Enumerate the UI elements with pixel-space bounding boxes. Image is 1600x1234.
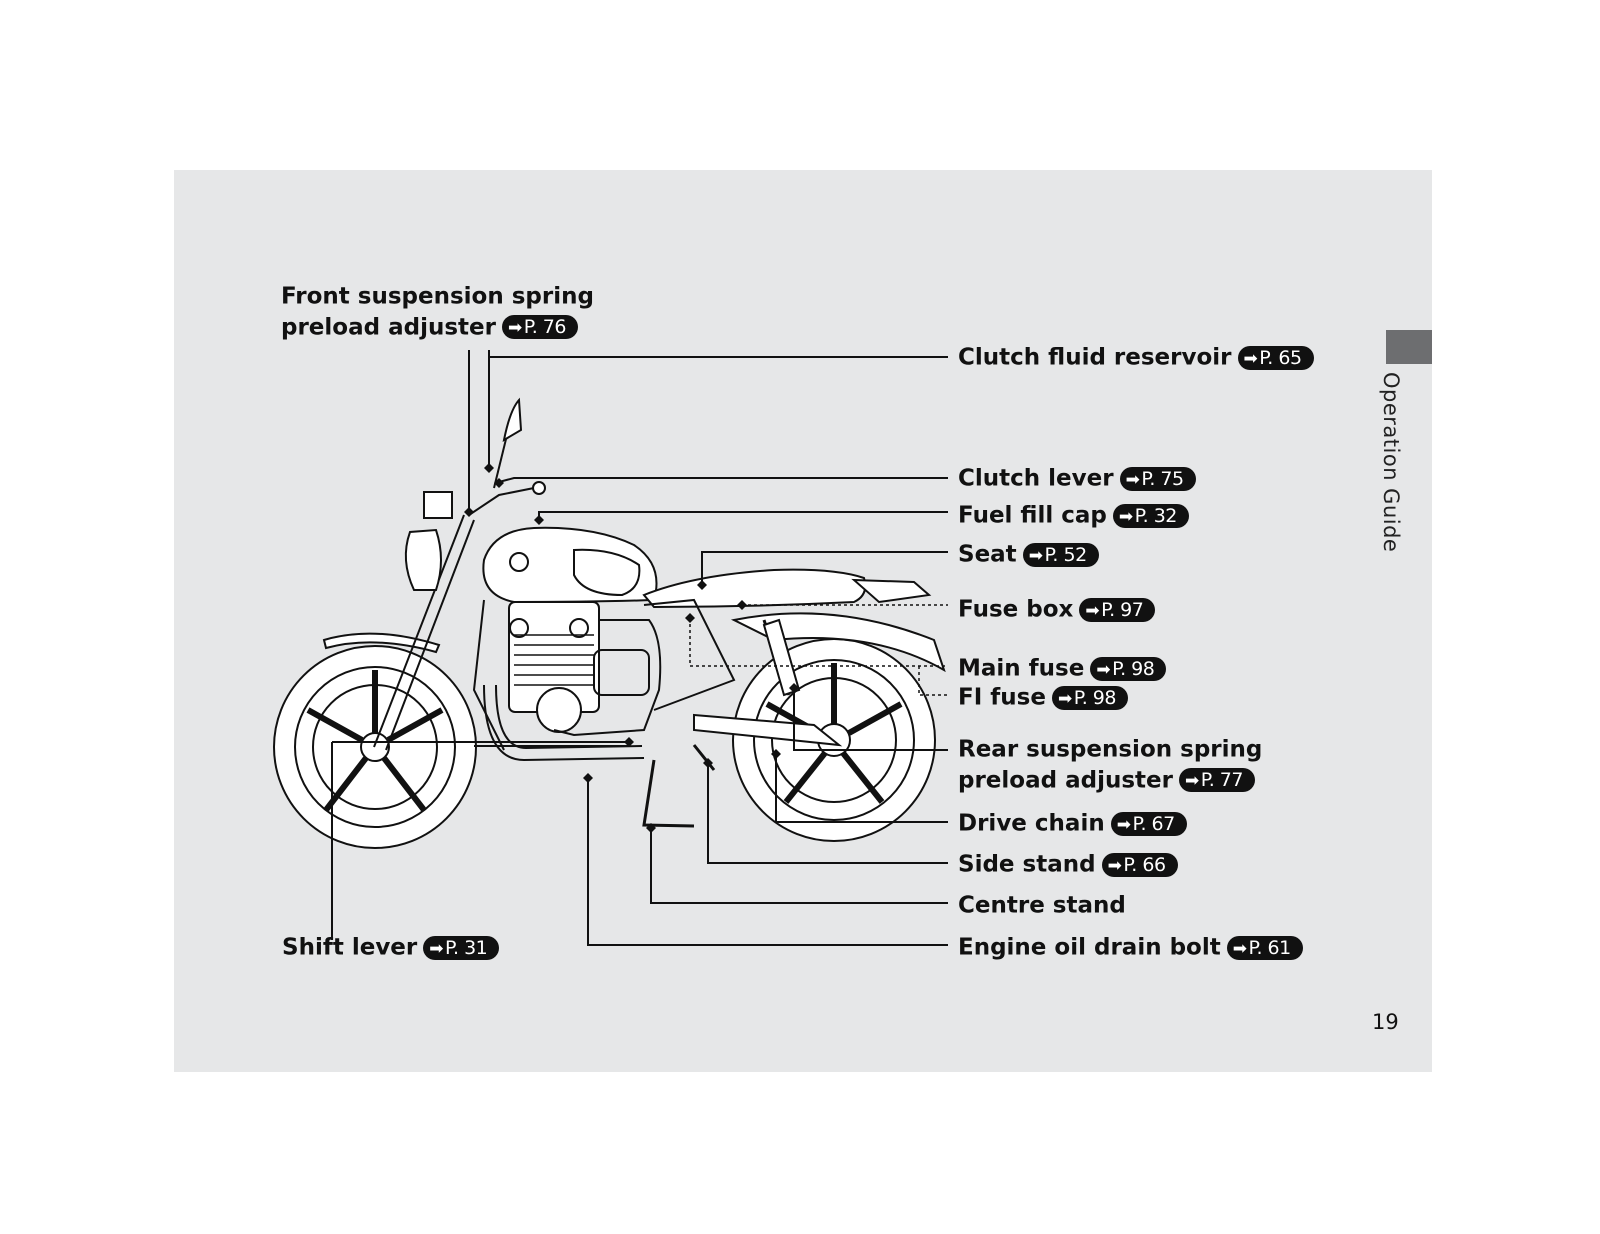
- label-rear-suspension-preload-adjuster: Rear suspension spring preload adjuster➡…: [958, 736, 1263, 794]
- page-reference-badge[interactable]: ➡P. 32: [1112, 503, 1189, 528]
- arrow-right-icon: ➡: [1116, 814, 1131, 835]
- page-reference-badge[interactable]: ➡P. 61: [1226, 935, 1303, 960]
- arrow-right-icon: ➡: [1085, 600, 1100, 621]
- seat-shape: [642, 568, 867, 609]
- label-side-stand: Side stand➡P. 66: [958, 849, 1178, 880]
- label-main-fuse: Main fuse➡P. 98: [958, 653, 1167, 684]
- motorcycle-diagram: [273, 350, 948, 946]
- label-drive-chain: Drive chain➡P. 67: [958, 808, 1187, 839]
- label-fuse-box: Fuse box➡P. 97: [958, 594, 1156, 625]
- page-reference-badge[interactable]: ➡P. 66: [1101, 852, 1178, 877]
- label-clutch-lever: Clutch lever➡P. 75: [958, 463, 1196, 494]
- rear-shock: [762, 618, 801, 697]
- arrow-right-icon: ➡: [429, 938, 443, 959]
- section-title: Operation Guide: [1379, 372, 1403, 553]
- label-front-suspension-preload-adjuster: Front suspension spring preload adjuster…: [281, 283, 594, 341]
- leader-markers: [464, 463, 799, 833]
- page-reference-badge[interactable]: ➡P. 67: [1110, 811, 1187, 836]
- arrow-right-icon: ➡: [1057, 688, 1072, 709]
- section-tab[interactable]: [1386, 330, 1432, 364]
- label-engine-oil-drain-bolt: Engine oil drain bolt➡P. 61: [958, 932, 1303, 963]
- label-fuel-fill-cap: Fuel fill cap➡P. 32: [958, 500, 1189, 531]
- content-panel: Front suspension spring preload adjuster…: [174, 170, 1432, 1072]
- page-reference-badge[interactable]: ➡P. 77: [1178, 768, 1255, 792]
- label-centre-stand: Centre stand: [958, 892, 1126, 919]
- page-reference-badge[interactable]: ➡P. 98: [1051, 685, 1128, 710]
- arrow-right-icon: ➡: [1096, 659, 1111, 680]
- label-fi-fuse: FI fuse➡P. 98: [958, 682, 1128, 713]
- page-reference-badge[interactable]: ➡P. 76: [501, 315, 578, 339]
- page-reference-badge[interactable]: ➡P. 65: [1237, 345, 1314, 370]
- label-seat: Seat➡P. 52: [958, 539, 1099, 570]
- arrow-right-icon: ➡: [1184, 771, 1199, 791]
- arrow-right-icon: ➡: [1028, 545, 1043, 566]
- motorcycle-illustration: [273, 397, 946, 849]
- label-clutch-fluid-reservoir: Clutch fluid reservoir➡P. 65: [958, 342, 1314, 373]
- page-reference-badge[interactable]: ➡P. 52: [1022, 542, 1099, 567]
- engine: [508, 601, 662, 737]
- arrow-right-icon: ➡: [1118, 506, 1133, 527]
- label-shift-lever: Shift lever➡P. 31: [282, 932, 500, 963]
- page-reference-badge[interactable]: ➡P. 31: [423, 935, 500, 960]
- page-number: 19: [1372, 1010, 1399, 1034]
- arrow-right-icon: ➡: [1232, 938, 1247, 959]
- arrow-right-icon: ➡: [1107, 855, 1122, 876]
- page-reference-badge[interactable]: ➡P. 98: [1090, 656, 1167, 681]
- arrow-right-icon: ➡: [507, 318, 522, 338]
- dotted-leader-lines: [689, 604, 948, 696]
- arrow-right-icon: ➡: [1125, 469, 1140, 490]
- arrow-right-icon: ➡: [1243, 348, 1258, 369]
- page-reference-badge[interactable]: ➡P. 97: [1079, 597, 1156, 622]
- leader-lines: [331, 350, 948, 946]
- page-reference-badge[interactable]: ➡P. 75: [1119, 466, 1196, 491]
